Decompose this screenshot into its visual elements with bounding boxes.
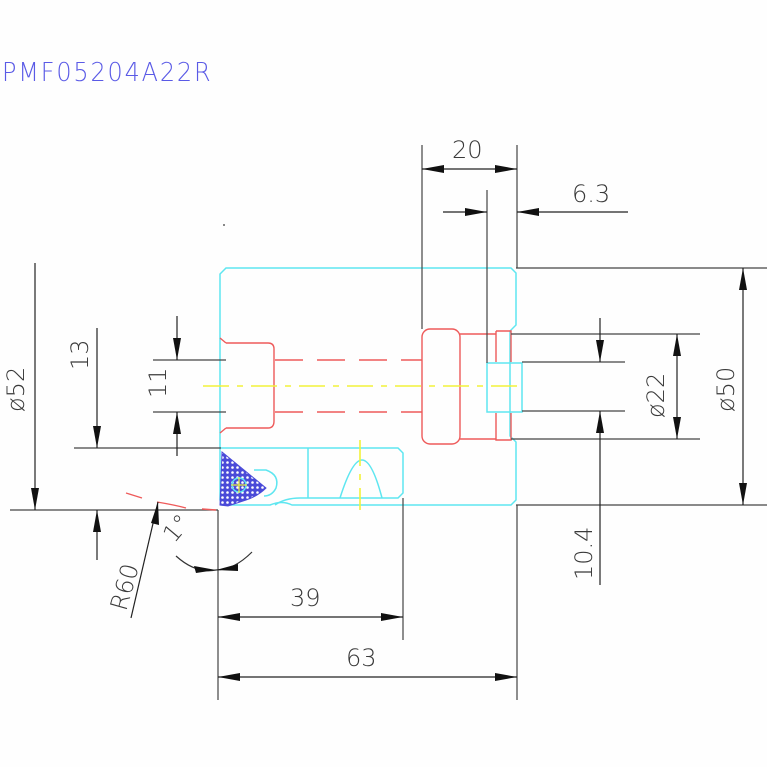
dim-label-10-4: 10.4 [570,527,598,580]
dimension-dia-52: ø52 [2,263,39,510]
tool-body [219,267,523,506]
dimension-dia-50: ø50 [712,268,747,505]
dimension-10-4: 10.4 [570,318,604,585]
dim-label-39: 39 [290,584,321,612]
drawing-title: PMF05204A22R [2,58,213,88]
dim-label-dia-50: ø50 [712,367,740,412]
cutting-insert [219,450,267,507]
dim-label-dia-22: ø22 [642,373,670,418]
dim-label-dia-52: ø52 [2,367,30,412]
dimension-11: 11 [144,316,181,456]
dim-label-r60: R60 [105,561,145,614]
dimension-r60: R60 [105,492,217,619]
dimension-20: 20 [422,136,517,173]
dim-label-13: 13 [66,339,94,370]
dimension-angle-1: 1° [157,509,253,573]
dimension-6-3: 6.3 [443,180,628,216]
dim-label-63: 63 [346,644,377,672]
dimension-13: 13 [66,328,101,560]
dimension-63: 63 [218,644,517,681]
dimension-dia-22: ø22 [642,334,681,439]
dim-label-angle-1: 1° [157,509,196,548]
stray-point [223,224,225,226]
dim-label-6-3: 6.3 [572,180,610,208]
dimension-39: 39 [218,584,403,621]
dim-label-11: 11 [144,367,172,398]
dim-label-20: 20 [452,136,483,164]
centerlines [203,385,522,510]
extension-lines [10,145,767,700]
